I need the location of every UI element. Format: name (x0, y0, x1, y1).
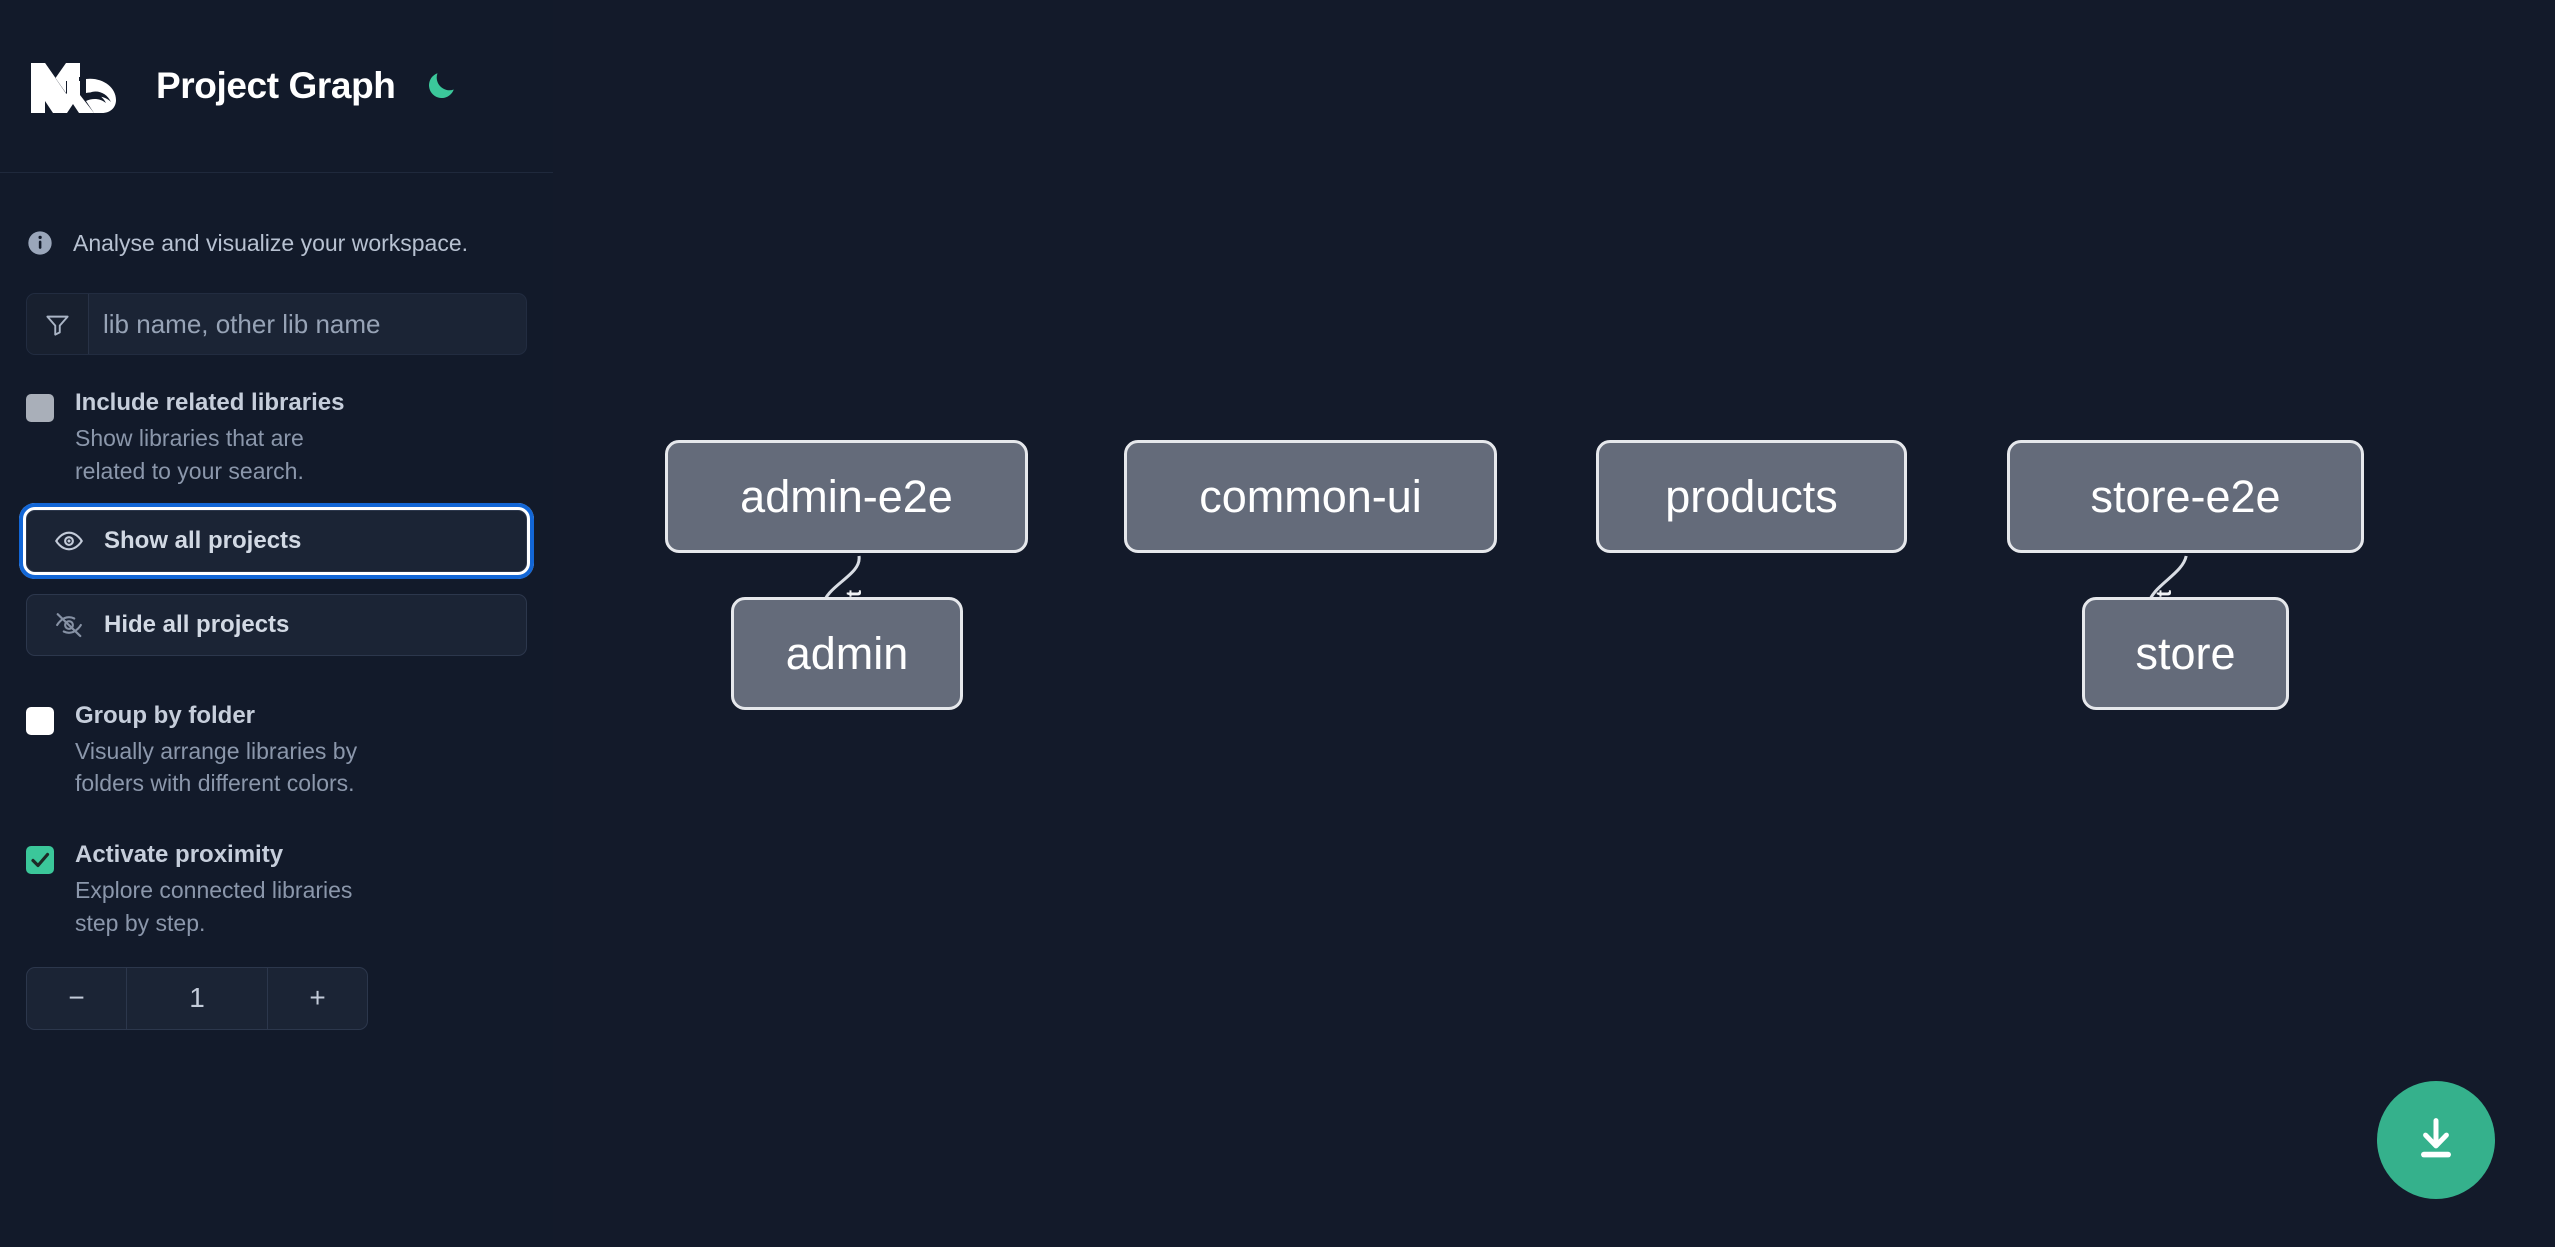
graph-node-admin[interactable]: admin (731, 597, 963, 710)
graph-node-admin-e2e[interactable]: admin-e2e (665, 440, 1028, 553)
include-related-libraries-checkbox[interactable] (26, 394, 54, 422)
funnel-icon (27, 294, 89, 354)
sidebar-scroll-region[interactable]: Project Graph Analyse and visualize yo (0, 0, 553, 1247)
proximity-stepper[interactable]: − 1 + (26, 966, 368, 1030)
eye-icon (54, 526, 84, 556)
graph-node-store[interactable]: store (2082, 597, 2289, 710)
option-text: Activate proximity Explore connected lib… (75, 842, 375, 940)
hide-all-projects-label: Hide all projects (104, 610, 290, 638)
eye-off-icon (54, 610, 84, 640)
option-text: Group by folder Visually arrange librari… (75, 701, 375, 801)
graph-canvas[interactable]: implicit implicit admin-e2e admin common… (553, 0, 2555, 1247)
search-input[interactable] (89, 294, 526, 354)
group-by-folder-checkbox[interactable] (26, 706, 54, 735)
download-button[interactable] (2377, 1081, 2495, 1199)
graph-node-store-e2e[interactable]: store-e2e (2007, 440, 2364, 553)
proximity-value: 1 (189, 982, 205, 1013)
graph-node-products[interactable]: products (1596, 440, 1907, 553)
graph-node-common-ui[interactable]: common-ui (1124, 440, 1497, 553)
proximity-increment-button[interactable]: + (267, 967, 367, 1029)
page-title: Project Graph (156, 65, 396, 106)
option-description: Show libraries that are related to your … (75, 425, 304, 484)
sidebar-body: Include related libraries Show libraries… (0, 293, 553, 1030)
filter-field[interactable] (26, 293, 527, 355)
sidebar-description: Analyse and visualize your workspace. (0, 173, 553, 278)
activate-proximity-checkbox[interactable] (26, 846, 54, 874)
option-description: Explore connected libraries step by step… (75, 877, 353, 936)
info-icon (26, 229, 54, 257)
nx-logo-icon (26, 55, 124, 117)
sidebar-description-text: Analyse and visualize your workspace. (73, 229, 469, 256)
show-all-projects-label: Show all projects (104, 526, 302, 554)
hide-all-projects-button[interactable]: Hide all projects (26, 593, 527, 656)
option-label: Include related libraries (75, 389, 345, 416)
sidebar: Project Graph Analyse and visualize yo (0, 0, 553, 1247)
option-label: Group by folder (75, 701, 255, 729)
moon-icon[interactable] (421, 66, 461, 106)
option-activate-proximity[interactable]: Activate proximity Explore connected lib… (26, 842, 527, 940)
download-icon (2410, 1113, 2462, 1168)
proximity-decrement-button[interactable]: − (27, 967, 127, 1029)
option-description: Visually arrange libraries by folders wi… (75, 737, 358, 797)
option-include-related-libraries[interactable]: Include related libraries Show libraries… (26, 390, 527, 488)
option-group-by-folder[interactable]: Group by folder Visually arrange librari… (26, 701, 527, 801)
option-text: Include related libraries Show libraries… (75, 390, 375, 488)
option-label: Activate proximity (75, 841, 284, 868)
show-all-projects-button[interactable]: Show all projects (19, 502, 534, 579)
sidebar-header: Project Graph (0, 0, 553, 173)
